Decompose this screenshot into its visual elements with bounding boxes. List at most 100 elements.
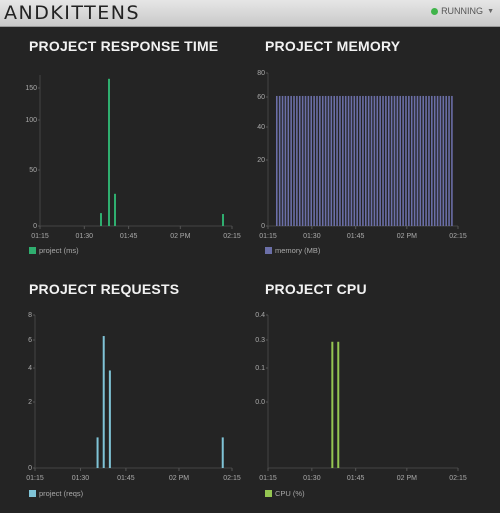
y-tick-label: 0.3 [255,337,265,344]
memory-bar [442,95,445,226]
memory-bar [321,95,324,226]
memory-bar [376,95,379,226]
memory-bar [313,95,315,226]
memory-bar [342,95,344,226]
memory-bar [362,95,364,226]
panel-title-requests: PROJECT REQUESTS [29,281,180,297]
y-tick-label: 0 [33,223,37,230]
x-tick-label: 01:15 [26,475,44,482]
data-bar [100,213,102,226]
memory-bar [339,95,341,226]
memory-bar [425,95,427,226]
y-tick-label: 8 [28,312,32,319]
memory-bar [431,95,433,226]
status-dropdown[interactable]: RUNNING ▼ [431,6,494,16]
legend-requests[interactable]: project (reqs) [29,489,83,498]
y-tick-label: 0.1 [255,365,265,372]
data-bar [108,370,111,468]
memory-bar [281,95,284,226]
memory-bar [307,95,310,226]
memory-bar [290,95,292,226]
caret-down-icon: ▼ [487,7,494,15]
x-tick-label: 02:15 [223,233,241,240]
memory-bar [428,95,430,226]
y-tick-label: 4 [28,365,32,372]
y-tick-label: 150 [25,85,37,92]
memory-bar [336,95,338,226]
memory-bar [319,95,321,226]
memory-bar [385,95,387,226]
y-tick-label: 20 [257,157,265,164]
memory-bar [287,95,290,226]
y-tick-label: 0 [28,465,32,472]
memory-bar [330,95,333,226]
memory-bar [350,95,353,226]
x-tick-label: 02:15 [223,475,241,482]
y-tick-label: 80 [257,70,265,77]
data-bar [96,437,99,468]
legend-swatch [29,490,36,497]
memory-bar [359,95,361,226]
memory-bar [413,95,416,226]
top-bar: ANDKITTENS RUNNING ▼ [0,0,500,27]
app-title: ANDKITTENS [4,2,141,24]
y-tick-label: 0 [261,223,265,230]
panel-title-response-time: PROJECT RESPONSE TIME [29,38,219,54]
y-tick-label: 40 [257,124,265,131]
y-tick-label: 0.4 [255,312,265,319]
memory-bar [402,95,404,226]
memory-bar [344,95,347,226]
memory-bar [324,95,327,226]
y-tick-label: 0.0 [255,399,265,406]
memory-bar [296,95,298,226]
status-indicator-icon [431,7,439,15]
data-bar [114,193,116,226]
x-tick-label: 01:15 [31,233,49,240]
legend-label: memory (MB) [275,246,321,255]
x-tick-label: 02 PM [397,475,417,482]
memory-bar [405,95,407,226]
memory-bar [284,95,287,226]
x-tick-label: 02:15 [449,233,467,240]
memory-bar [382,95,384,226]
data-bar [102,336,105,468]
memory-bar [410,95,413,226]
memory-bar [327,95,330,226]
x-tick-label: 01:45 [347,233,365,240]
memory-bar [304,95,307,226]
y-tick-label: 6 [28,337,32,344]
data-bar [337,341,340,468]
memory-bar [448,95,450,226]
data-bar [221,437,224,468]
legend-swatch [265,490,272,497]
legend-cpu[interactable]: CPU (%) [265,489,305,498]
y-tick-label: 50 [29,167,37,174]
y-tick-label: 60 [257,94,265,101]
memory-bar [276,95,278,226]
panel-title-cpu: PROJECT CPU [265,281,367,297]
y-tick-label: 2 [28,399,32,406]
legend-response-time[interactable]: project (ms) [29,246,79,255]
x-tick-label: 01:30 [303,475,321,482]
legend-swatch [265,247,272,254]
legend-swatch [29,247,36,254]
x-tick-label: 01:30 [76,233,94,240]
memory-bar [333,95,335,226]
memory-bar [393,95,396,226]
panel-title-memory: PROJECT MEMORY [265,38,401,54]
legend-memory[interactable]: memory (MB) [265,246,320,255]
data-bar [331,341,334,468]
x-tick-label: 01:45 [347,475,365,482]
memory-bar [353,95,356,226]
memory-bar [439,95,442,226]
x-tick-label: 01:30 [303,233,321,240]
x-tick-label: 01:30 [72,475,90,482]
memory-bar [370,95,373,226]
memory-bar [310,95,313,226]
memory-bar [367,95,370,226]
memory-bar [419,95,422,226]
data-bar [222,214,224,226]
